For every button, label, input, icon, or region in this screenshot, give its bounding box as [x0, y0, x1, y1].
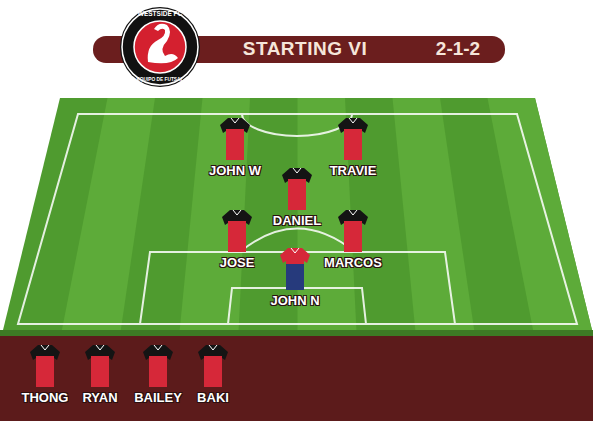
- player-name: DANIEL: [273, 214, 321, 228]
- player-name: JOHN N: [270, 294, 319, 308]
- player-marker: JOHN N: [270, 248, 319, 308]
- player-marker: BAILEY: [134, 345, 182, 405]
- player-name: JOHN W: [209, 164, 261, 178]
- bench-band: [0, 336, 593, 421]
- pitch-stripes: [62, 98, 592, 330]
- player-marker: JOHN W: [209, 118, 261, 178]
- shirt-icon: [85, 345, 115, 387]
- player-name: JOSE: [220, 256, 255, 270]
- shirt-icon: [30, 345, 60, 387]
- pitch-lines: [18, 114, 577, 324]
- player-marker: RYAN: [82, 345, 117, 405]
- player-name: THONG: [22, 391, 69, 405]
- shirt-icon: [280, 248, 310, 290]
- club-name: WESTSIDE FC: [138, 10, 182, 17]
- player-marker: BAKI: [197, 345, 229, 405]
- shirt-icon: [282, 168, 312, 210]
- formation-label: 2-1-2: [436, 39, 480, 60]
- player-name: RYAN: [82, 391, 117, 405]
- shirt-icon: [338, 210, 368, 252]
- pitch: [3, 98, 592, 330]
- pitch-edge: [0, 330, 593, 336]
- player-marker: MARCOS: [324, 210, 382, 270]
- player-name: TRAVIE: [330, 164, 377, 178]
- player-name: MARCOS: [324, 256, 382, 270]
- player-marker: TRAVIE: [330, 118, 377, 178]
- shirt-icon: [338, 118, 368, 160]
- player-name: BAILEY: [134, 391, 182, 405]
- shirt-icon: [222, 210, 252, 252]
- player-name: BAKI: [197, 391, 229, 405]
- player-marker: THONG: [22, 345, 69, 405]
- player-marker: JOSE: [220, 210, 255, 270]
- player-marker: DANIEL: [273, 168, 321, 228]
- shirt-icon: [220, 118, 250, 160]
- club-motto: EQUIPO DE FUTSAL: [137, 77, 184, 82]
- club-crest: [120, 7, 200, 87]
- shirt-icon: [198, 345, 228, 387]
- shirt-icon: [143, 345, 173, 387]
- lineup-title: STARTING VI: [243, 39, 367, 60]
